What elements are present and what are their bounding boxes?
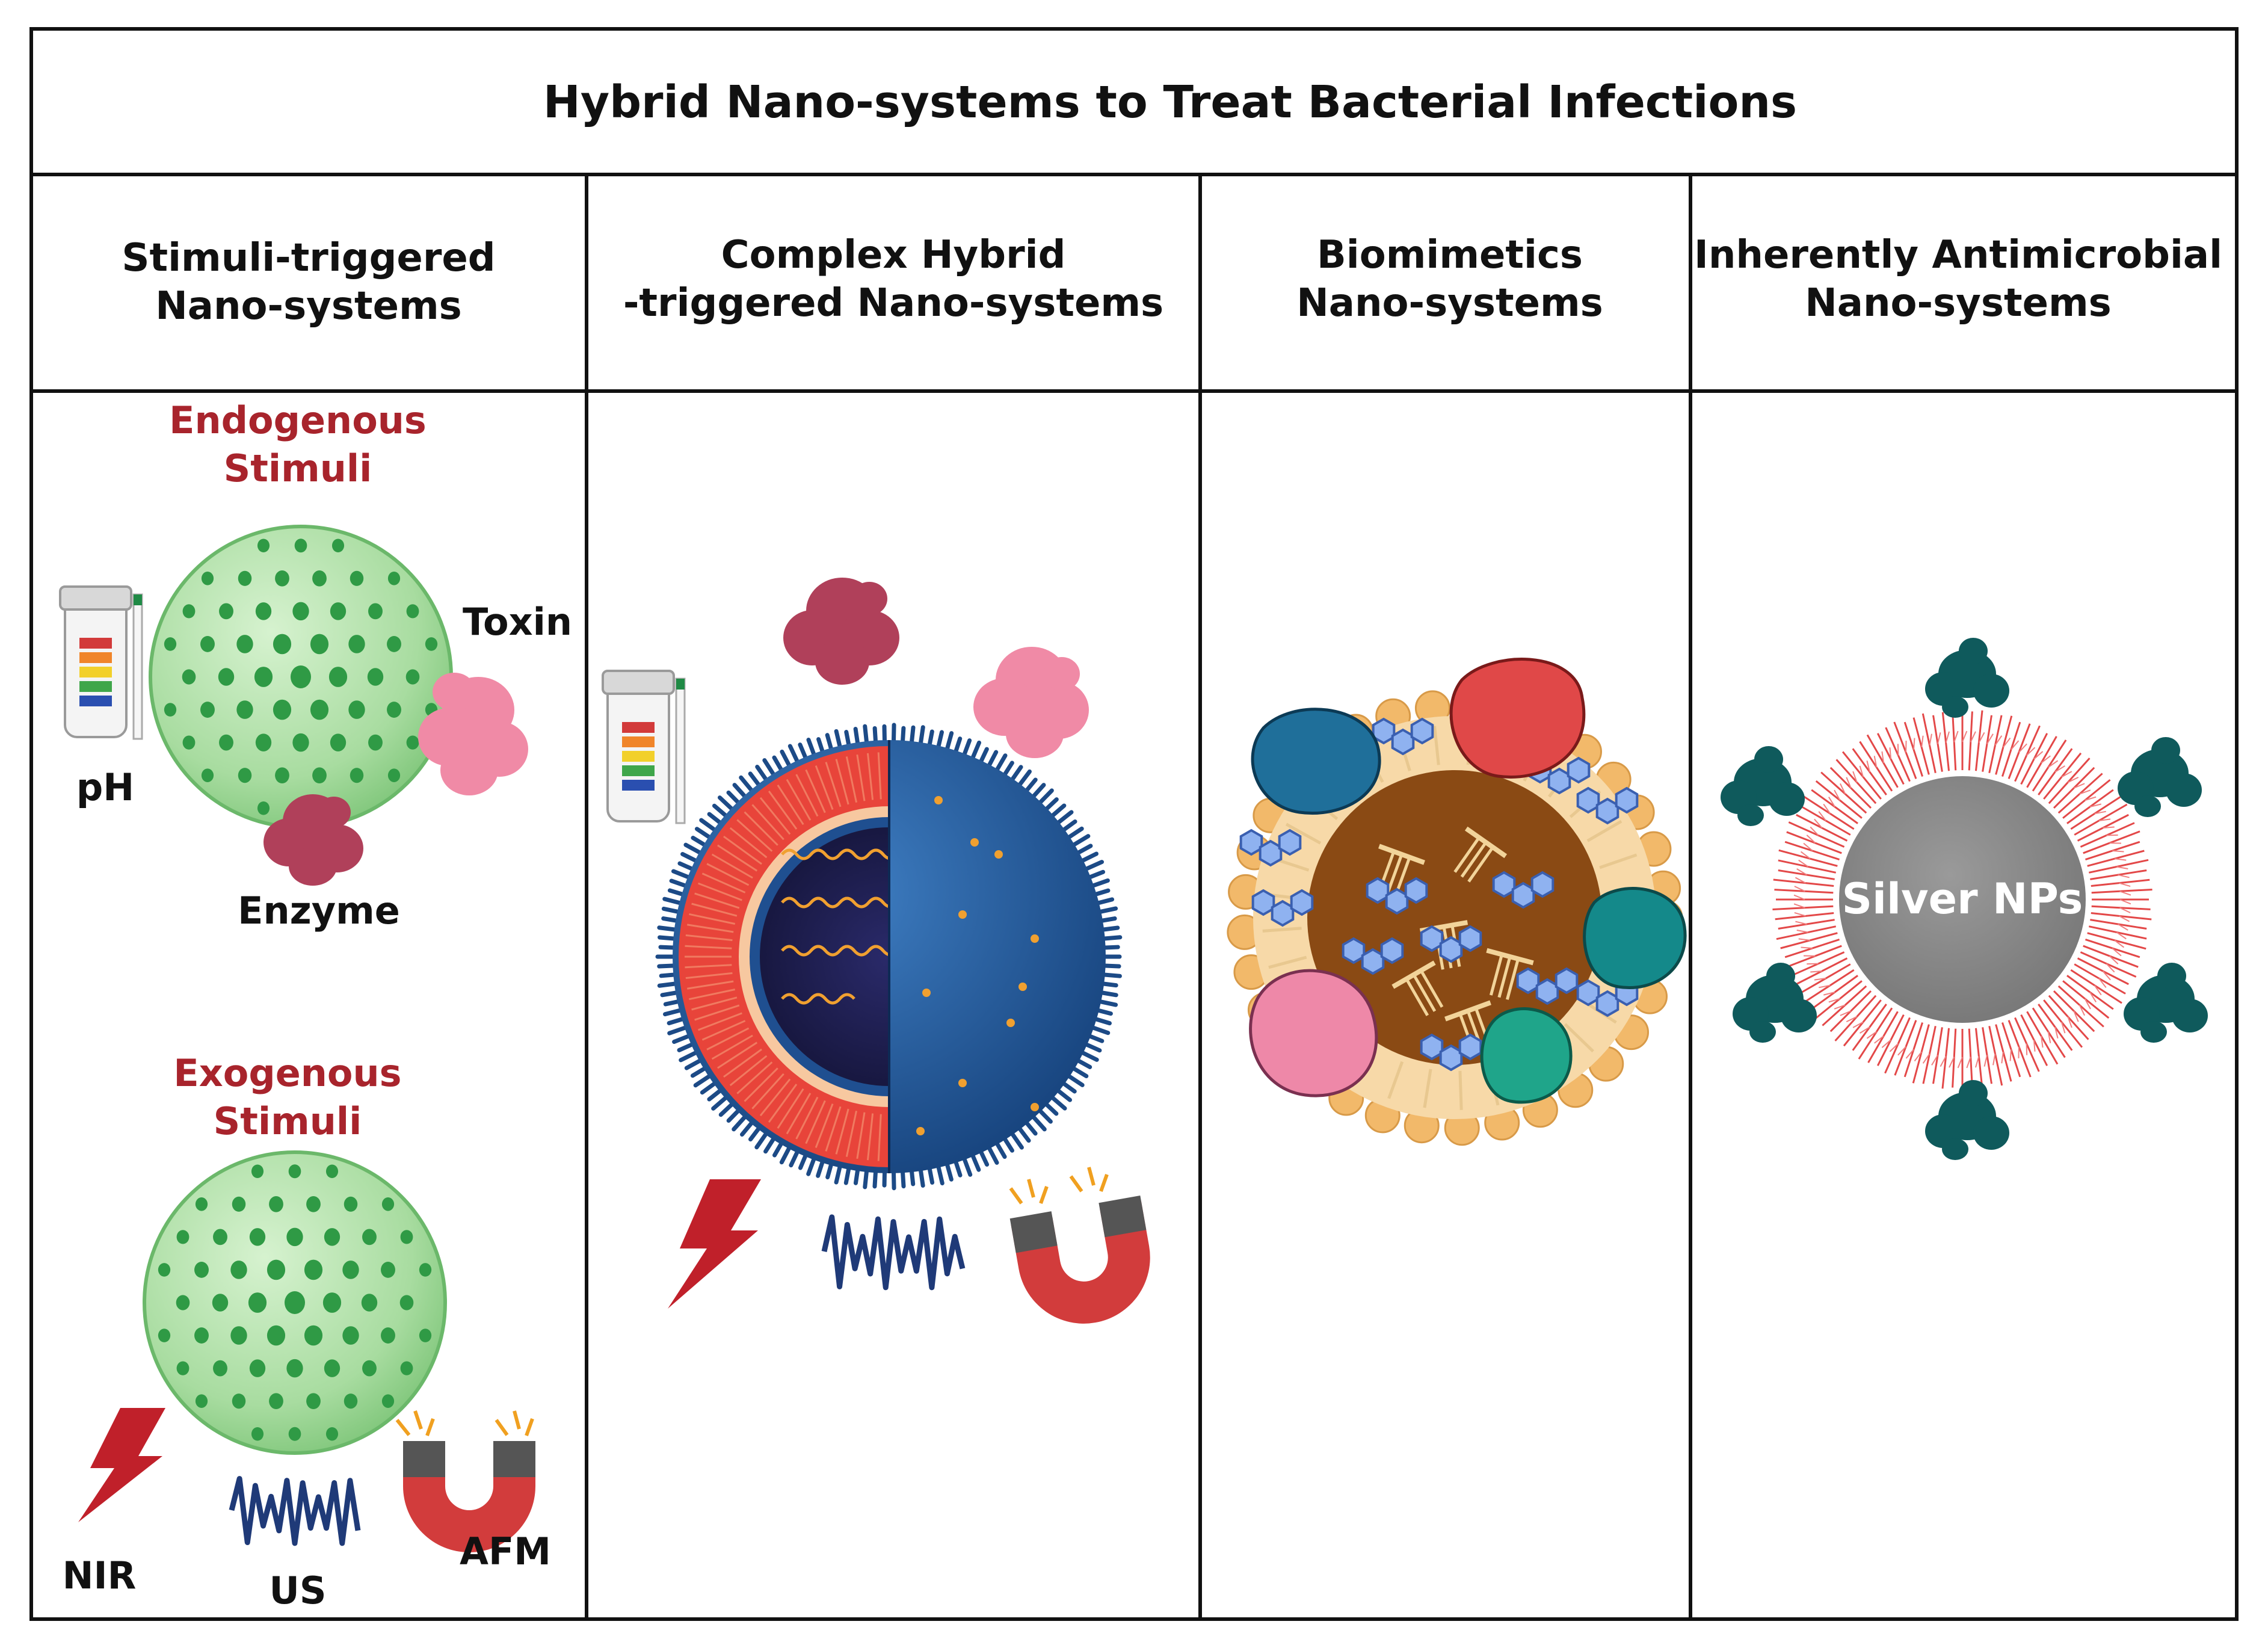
endogenous-label-line2: Stimuli: [224, 446, 372, 490]
column-header-line1: Biomimetics: [1317, 233, 1583, 277]
enzyme-protein-icon: [263, 794, 363, 886]
toxin-protein-icon: [973, 647, 1089, 758]
lightning-bolt-icon: [668, 1179, 761, 1309]
ultrasound-wave-icon: [821, 1214, 966, 1291]
nir-label: NIR: [63, 1554, 137, 1597]
exogenous-label-line2: Stimuli: [214, 1099, 362, 1143]
endogenous-label-line1: Endogenous: [169, 398, 427, 442]
toxin-protein-icon: [418, 673, 528, 795]
column-header-line2: -triggered Nano-systems: [623, 281, 1163, 326]
endogenous-panel: Endogenous Stimuli pH Toxin: [59, 398, 572, 933]
membrane-protein-red: [1449, 658, 1586, 779]
column-header-line1: Stimuli-triggered: [122, 236, 495, 280]
us-label: US: [270, 1569, 327, 1613]
ph-label: pH: [76, 765, 134, 809]
column-header-complex-hybrid: Complex Hybrid -triggered Nano-systems: [623, 233, 1163, 326]
column-header-stimuli: Stimuli-triggered Nano-systems: [122, 236, 495, 329]
membrane-protein-pink: [1249, 969, 1378, 1097]
exogenous-panel: Exogenous Stimuli NIR US AFM: [63, 1051, 551, 1613]
magnet-icon: [1009, 1167, 1150, 1324]
ph-strip-vial-icon: [59, 585, 143, 740]
complex-hybrid-panel: [602, 578, 1150, 1324]
column-header-antimicrobial: Inherently Antimicrobial Nano-systems: [1694, 233, 2222, 326]
magnet-icon: [395, 1410, 535, 1552]
enzyme-label: Enzyme: [238, 889, 400, 933]
ultrasound-wave-icon: [229, 1476, 361, 1546]
exogenous-label-line1: Exogenous: [173, 1051, 401, 1095]
column-header-line1: Complex Hybrid: [721, 233, 1066, 277]
biomimetic-nanoparticle: [1227, 658, 1687, 1146]
membrane-protein-blue: [1251, 708, 1381, 815]
silver-np-label: Silver NPs: [1842, 874, 2083, 924]
column-header-line2: Nano-systems: [155, 284, 462, 329]
hybrid-nanoparticle: [655, 723, 1123, 1191]
green-nanoparticle-sphere: [149, 525, 453, 829]
silver-nanoparticle: Silver NPs: [1721, 638, 2208, 1160]
column-header-biomimetics: Biomimetics Nano-systems: [1296, 233, 1603, 326]
toxin-label: Toxin: [463, 600, 572, 644]
green-nanoparticle-sphere: [143, 1150, 447, 1455]
membrane-protein-teal: [1583, 887, 1687, 989]
ph-strip-vial-icon: [602, 670, 686, 824]
table-grid: [29, 27, 2239, 1621]
afm-label: AFM: [460, 1529, 551, 1573]
diagram-title: Hybrid Nano-systems to Treat Bacterial I…: [543, 76, 1797, 128]
enzyme-protein-icon: [783, 578, 899, 685]
membrane-protein-green: [1480, 1007, 1573, 1104]
column-header-line2: Nano-systems: [1805, 281, 2112, 326]
lightning-bolt-icon: [78, 1408, 165, 1522]
column-header-line1: Inherently Antimicrobial: [1694, 233, 2222, 277]
column-header-line2: Nano-systems: [1296, 281, 1603, 326]
